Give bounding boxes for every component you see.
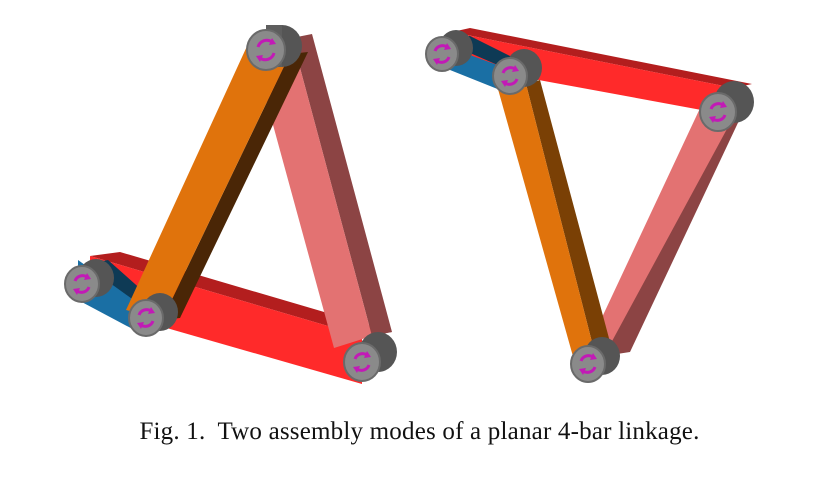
linkage-figure xyxy=(64,25,754,384)
joint-left xyxy=(64,259,114,303)
coupler-link xyxy=(496,80,610,360)
joint-mid xyxy=(128,293,178,337)
joint-top xyxy=(246,25,302,71)
caption-text: Two assembly modes of a planar 4-bar lin… xyxy=(217,418,700,445)
linkage-assembly-mode-1 xyxy=(64,25,397,384)
figure-caption: Fig. 1. Two assembly modes of a planar 4-… xyxy=(0,418,839,446)
output-link xyxy=(582,104,744,360)
joint-top-left xyxy=(425,30,473,72)
figure-label: Fig. 1. xyxy=(139,418,206,445)
joint-right xyxy=(699,81,754,132)
joint-right xyxy=(343,332,397,382)
coupler-link xyxy=(126,44,308,320)
joint-top-mid xyxy=(492,49,542,95)
output-link xyxy=(252,34,392,348)
joint-bottom xyxy=(570,337,620,383)
linkage-assembly-mode-2 xyxy=(425,28,754,383)
